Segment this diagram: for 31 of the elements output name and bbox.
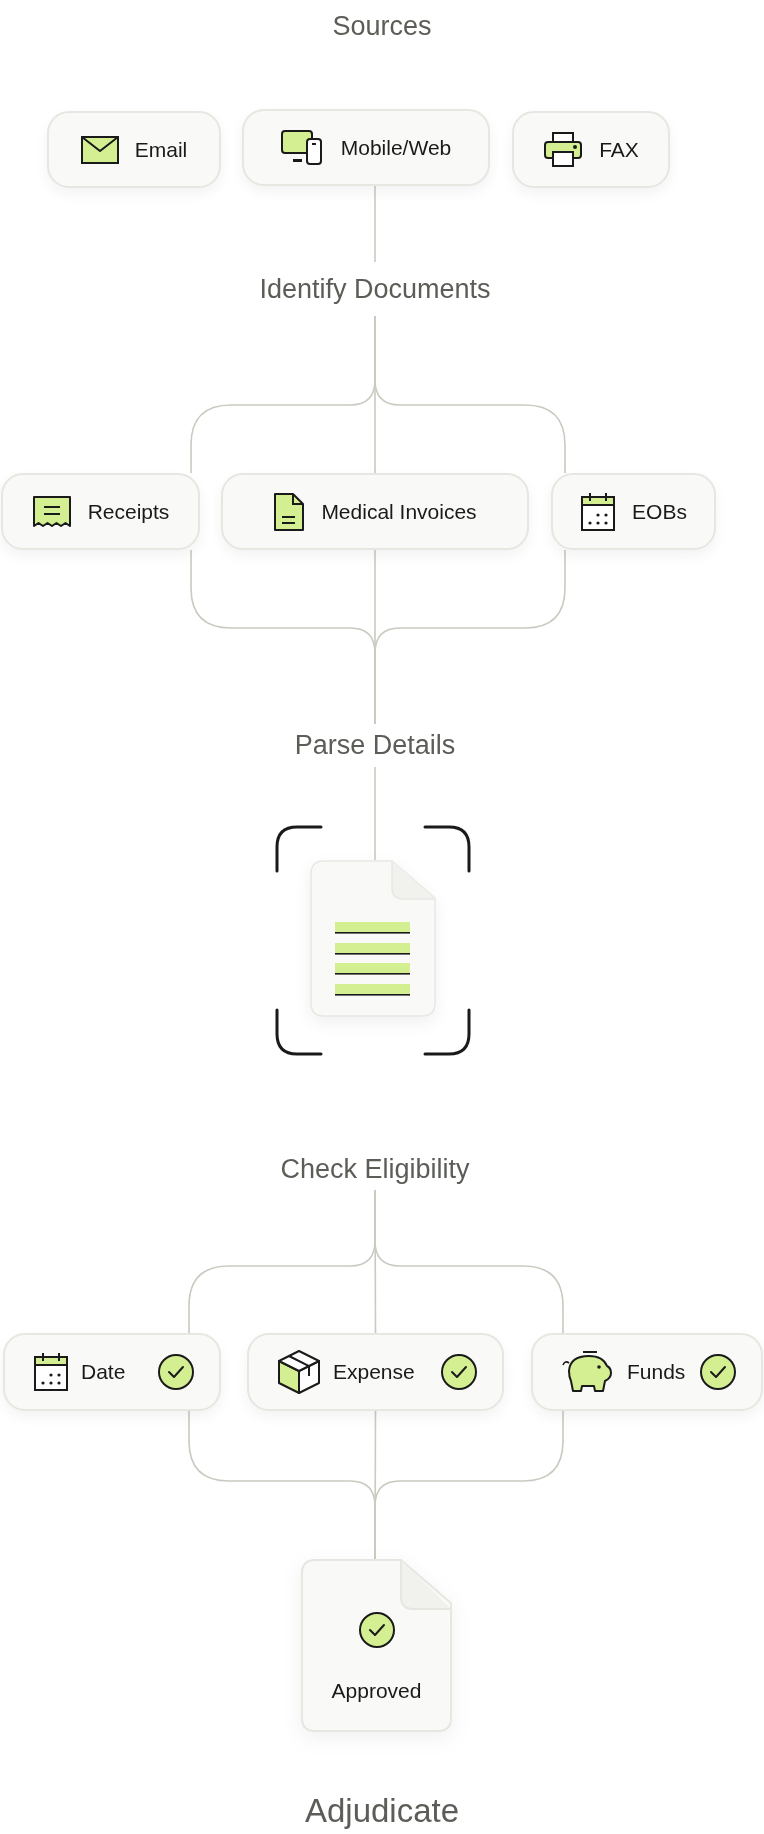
- card-label: Approved: [331, 1677, 422, 1704]
- step-heading: Check Eligibility: [215, 1148, 535, 1190]
- step-heading: Identify Documents: [215, 262, 535, 316]
- source-card: [1, 473, 200, 550]
- card-label: Mobile/Web: [340, 134, 452, 161]
- connector-line: [374, 766, 376, 861]
- document-drawing: [310, 860, 436, 1017]
- stage-heading: Adjudicate: [304, 1791, 460, 1831]
- source-card: [47, 111, 221, 188]
- check-card: [3, 1333, 221, 1411]
- source-card: [512, 111, 670, 188]
- card-label: Funds: [627, 1359, 686, 1386]
- connector-line: [374, 1410, 564, 1560]
- card-label: Receipts: [87, 498, 170, 525]
- connector-line: [374, 185, 376, 263]
- source-card: [221, 473, 529, 550]
- card-label: FAX: [599, 136, 639, 163]
- card-label: EOBs: [632, 498, 687, 525]
- connector-line: [374, 549, 566, 725]
- check-card: [247, 1333, 504, 1411]
- card-label: Medical Invoices: [321, 498, 477, 525]
- card-label: Expense: [333, 1359, 415, 1386]
- stage-heading: Sources: [332, 10, 432, 43]
- check-card: [531, 1333, 763, 1411]
- connector-line: [374, 315, 566, 474]
- connector-line: [374, 1189, 564, 1334]
- source-card: [551, 473, 716, 550]
- card-label: Email: [134, 136, 188, 163]
- source-card: [242, 109, 490, 186]
- step-heading: Parse Details: [255, 724, 495, 767]
- card-label: Date: [81, 1359, 126, 1386]
